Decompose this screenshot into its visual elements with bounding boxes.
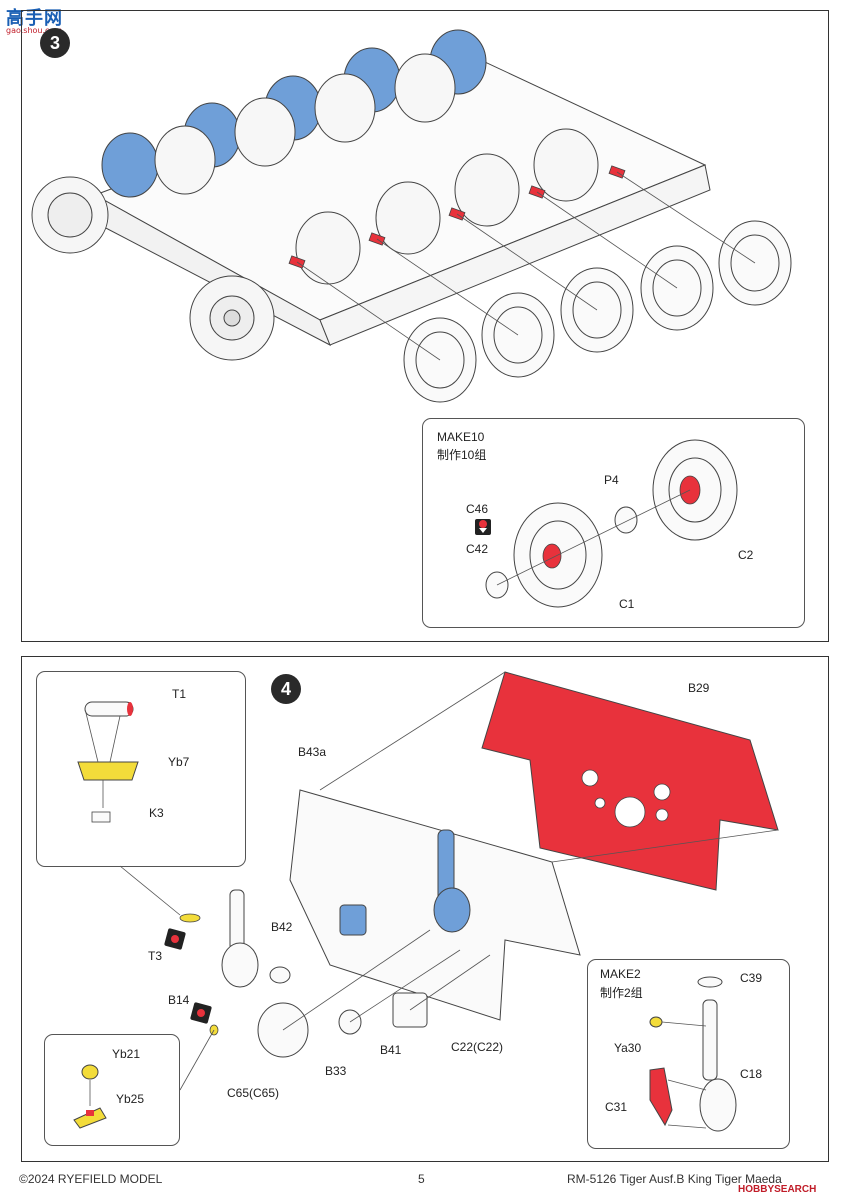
hull-rear-plate — [319, 164, 711, 346]
watermark-logo: 高手网 gao.shou.com — [4, 4, 76, 38]
label-c46: C46 — [466, 502, 489, 516]
part-c31 — [649, 1067, 673, 1127]
label-yb25: Yb25 — [116, 1092, 145, 1106]
label-c1: C1 — [619, 597, 635, 611]
part-c18 — [702, 999, 718, 1081]
part-b29-plate — [481, 671, 779, 891]
installed-white-wheels — [154, 53, 456, 195]
inset-t1-box — [36, 671, 246, 867]
label-c39: C39 — [740, 971, 763, 985]
label-yb21: Yb21 — [112, 1047, 141, 1061]
label-ya30: Ya30 — [614, 1041, 642, 1055]
installed-exhaust-blue — [339, 829, 471, 936]
part-p4 — [614, 506, 638, 534]
label-yb7: Yb7 — [168, 755, 190, 769]
footer-product: RM-5126 Tiger Ausf.B King Tiger Maeda — [567, 1172, 782, 1186]
step-3-number: 3 — [40, 28, 70, 58]
label-b14: B14 — [168, 993, 190, 1007]
inset-yb21-box — [44, 1034, 180, 1146]
label-c2: C2 — [738, 548, 754, 562]
make10-title-cn: 制作10组 — [437, 448, 487, 462]
part-yb7 — [77, 761, 139, 781]
part-ya30 — [649, 1016, 663, 1028]
label-b29: B29 — [688, 681, 710, 695]
make10-title: MAKE10 — [437, 430, 485, 444]
label-c31: C31 — [605, 1100, 628, 1114]
watermark-url: gao.shou.com — [6, 26, 63, 35]
label-c18: C18 — [740, 1067, 763, 1081]
make2-box — [587, 959, 790, 1149]
footer-page-number: 5 — [418, 1172, 425, 1186]
make2-title: MAKE2 — [600, 967, 641, 981]
step-3-panel — [21, 10, 829, 642]
step-4-number: 4 — [271, 674, 301, 704]
label-t1: T1 — [172, 687, 187, 701]
make2-title-cn: 制作2组 — [600, 986, 643, 1000]
loose-exhaust — [221, 889, 259, 988]
label-k3: K3 — [149, 806, 164, 820]
label-b42: B42 — [271, 920, 293, 934]
part-yb21 — [81, 1064, 99, 1080]
label-c22: C22(C22) — [451, 1040, 504, 1054]
footer-copyright: ©2024 RYEFIELD MODEL — [19, 1172, 163, 1186]
label-b41: B41 — [380, 1043, 402, 1057]
label-t3: T3 — [148, 949, 163, 963]
step-4-panel — [21, 656, 829, 1162]
footer-site-logo: HOBBYSEARCH — [738, 1184, 817, 1195]
assembly-lines — [319, 671, 779, 863]
label-p4: P4 — [604, 473, 619, 487]
watermark-chars: 高手网 — [6, 8, 63, 29]
near-side-mounted-wheels — [295, 128, 599, 285]
part-k3 — [91, 811, 111, 823]
part-c39 — [697, 976, 723, 988]
label-b33: B33 — [325, 1064, 347, 1078]
part-b42 — [269, 966, 291, 984]
label-b43a: B43a — [298, 745, 327, 759]
assembly-lines — [296, 171, 756, 361]
label-c42: C42 — [466, 542, 489, 556]
label-c65: C65(C65) — [227, 1086, 280, 1100]
